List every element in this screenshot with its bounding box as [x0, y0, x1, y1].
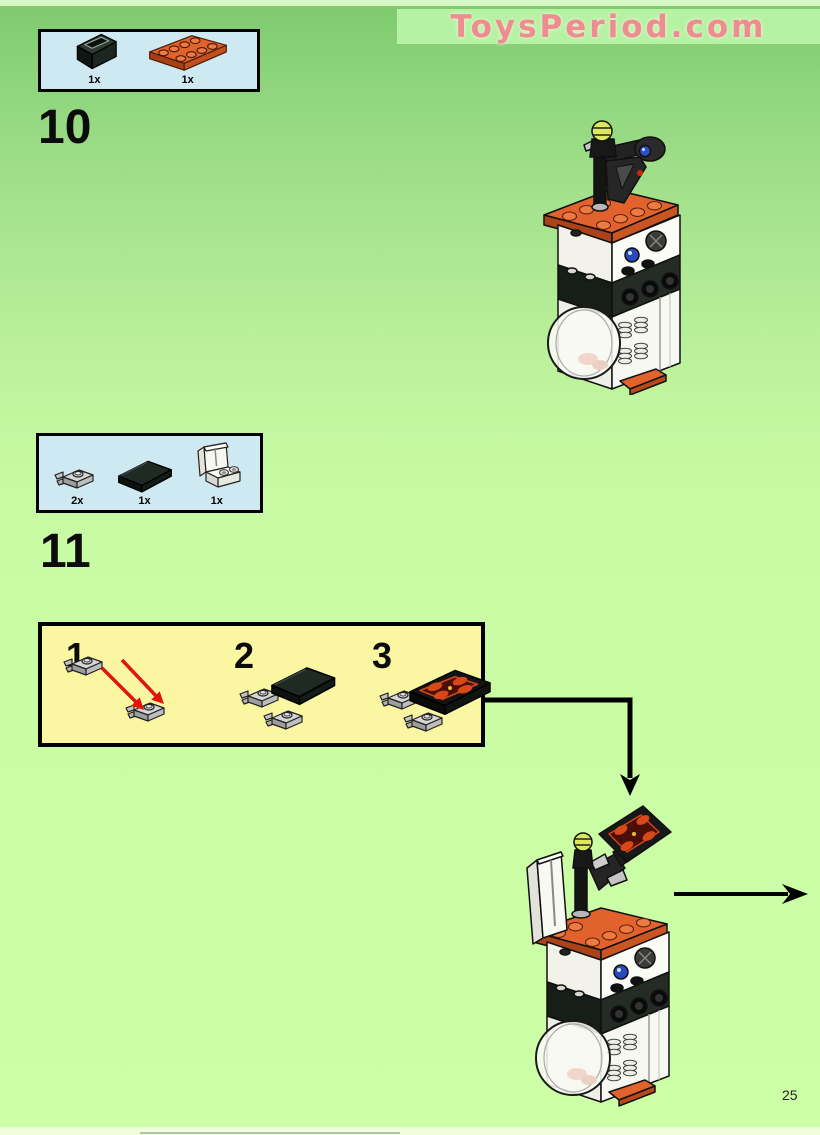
- part-black-container: 1x: [64, 28, 124, 86]
- springs: [607, 1033, 637, 1082]
- substep-3-number: 3: [372, 635, 393, 676]
- springs: [618, 316, 648, 365]
- body-lower-white: [535, 1005, 670, 1103]
- connector-arrow-icon: [485, 697, 640, 796]
- white-seat-back: [526, 851, 568, 945]
- part-count: 1x: [138, 495, 151, 507]
- watermark-band: ToysPeriod.com: [397, 8, 820, 45]
- page-number: 25: [782, 1087, 798, 1103]
- part-white-seat: 1x: [188, 439, 246, 507]
- substep-1-image: [63, 656, 165, 722]
- part-count: 1x: [181, 74, 194, 86]
- white-seat-icon: [197, 442, 241, 488]
- part-count: 2x: [71, 495, 84, 507]
- parts-box-step-11: 2x 1x: [36, 433, 263, 513]
- black-container-icon: [77, 33, 118, 70]
- orange-foot: [608, 1079, 656, 1107]
- black-arm: [583, 120, 666, 212]
- body-lower-white: [547, 288, 681, 390]
- part-black-tile: 1x: [110, 453, 180, 507]
- scan-edge: [140, 1132, 400, 1134]
- watermark-text: ToysPeriod.com: [450, 8, 767, 45]
- orange-foot: [619, 368, 667, 395]
- step-10-number: 10: [38, 101, 92, 154]
- next-step-arrow-icon: [674, 884, 808, 904]
- black-2x2-tile-icon: [117, 460, 172, 493]
- substep-2-image: [239, 667, 336, 730]
- red-assembly-arrows: [100, 658, 160, 706]
- part-gray-clip: 2x: [53, 461, 101, 507]
- transparent-cylinder: [547, 306, 621, 380]
- black-arm-with-tile: [571, 805, 672, 919]
- substep-callout-box: 1 2 3: [38, 622, 491, 747]
- step-11-assembly-image: [526, 805, 672, 1107]
- scan-top-strip: [0, 0, 820, 6]
- orange-2x4-plate-icon: [148, 35, 227, 71]
- step-11-number: 11: [40, 525, 91, 578]
- scan-bottom-strip: [0, 1127, 820, 1135]
- part-orange-plate: 1x: [142, 28, 234, 86]
- parts-box-step-10: 1x 1x: [38, 29, 260, 92]
- gray-clip-plate-icon: [54, 469, 94, 489]
- orange-plate: [532, 907, 668, 961]
- part-count: 1x: [210, 495, 223, 507]
- part-count: 1x: [88, 74, 101, 86]
- decorated-tile: [409, 669, 491, 715]
- step-10-assembly-image: [543, 120, 681, 395]
- transparent-cylinder: [535, 1020, 611, 1096]
- substep-2-number: 2: [234, 635, 255, 676]
- substep-3-image: [379, 669, 491, 732]
